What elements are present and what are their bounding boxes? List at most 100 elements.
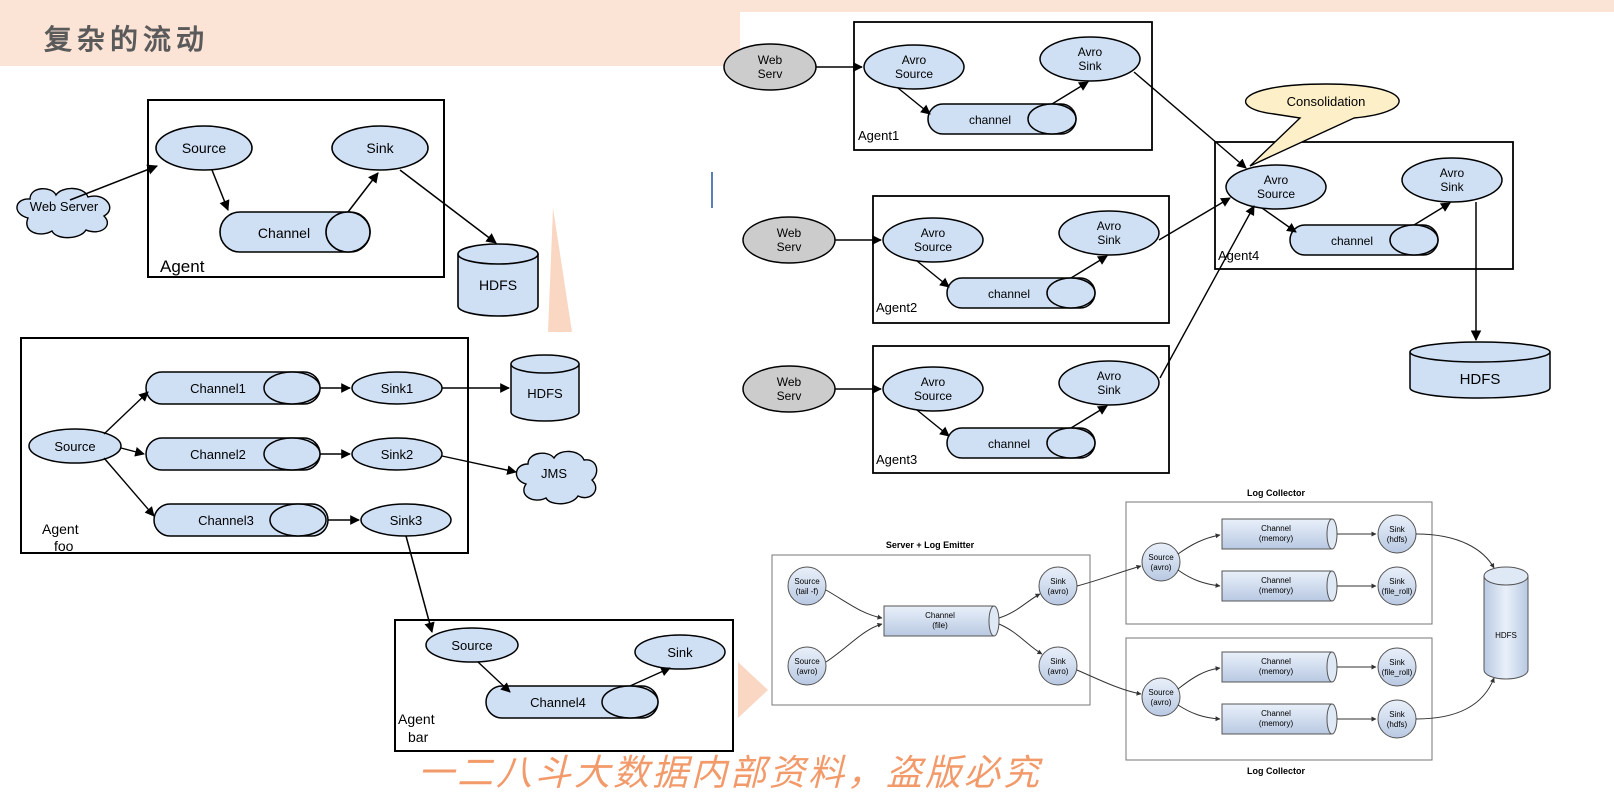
sink-avro-2a: Sink bbox=[1050, 657, 1067, 666]
agent3-label: Agent3 bbox=[876, 452, 917, 467]
avro-source-node-2: Avro Source bbox=[882, 217, 984, 263]
bar-source-label: Source bbox=[451, 638, 492, 653]
c1-cha-b: (memory) bbox=[1259, 534, 1294, 543]
collector2-channel-a: Channel (memory) bbox=[1221, 651, 1338, 683]
sink-avro-node-2: Sink (avro) bbox=[1038, 646, 1078, 686]
jms-cloud: JMS bbox=[515, 450, 598, 505]
web-serv-node-3: Web Serv bbox=[742, 365, 836, 413]
agent-bar-box bbox=[394, 619, 734, 752]
avro-sink-1b: Sink bbox=[1078, 59, 1102, 73]
decor-triangle bbox=[548, 208, 572, 332]
agent-box bbox=[147, 99, 445, 278]
avro-sink-1a: Avro bbox=[1078, 45, 1103, 59]
sink2-label: Sink2 bbox=[381, 447, 414, 462]
channel-label-3: channel bbox=[988, 437, 1030, 451]
collector2-channel-b: Channel (memory) bbox=[1221, 703, 1338, 735]
c1-sf-a: Sink bbox=[1389, 577, 1406, 586]
sink-avro-1b: (avro) bbox=[1048, 587, 1069, 596]
hdfs-cylinder: HDFS bbox=[457, 243, 539, 317]
c2-sf-a: Sink bbox=[1389, 658, 1406, 667]
hdfs2-label: HDFS bbox=[527, 386, 563, 401]
c2-sf-b: (file_roll) bbox=[1382, 668, 1413, 677]
agent-bar-label-line2: bar bbox=[408, 729, 429, 745]
bar-sink-label: Sink bbox=[667, 645, 693, 660]
sink-avro-1a: Sink bbox=[1050, 577, 1067, 586]
avro-sink-3b: Sink bbox=[1097, 383, 1121, 397]
channel2-label: Channel2 bbox=[190, 447, 246, 462]
log-collector-box-1 bbox=[1125, 501, 1433, 625]
source-label: Source bbox=[182, 140, 227, 156]
title-band-accent bbox=[740, 0, 1614, 12]
collector2-sink-hdfs: Sink (hdfs) bbox=[1377, 699, 1417, 739]
c2-src-b: (avro) bbox=[1151, 698, 1172, 707]
agent2-label: Agent2 bbox=[876, 300, 917, 315]
log-collector-box-2 bbox=[1125, 637, 1433, 761]
hdfs-cylinder-2: HDFS bbox=[510, 354, 580, 422]
web-serv-node-1: Web Serv bbox=[723, 43, 817, 91]
channel4-label: Channel4 bbox=[530, 695, 586, 710]
avro-source-node-4: Avro Source bbox=[1225, 164, 1327, 210]
avro-sink-node-1: Avro Sink bbox=[1039, 36, 1141, 82]
server-emitter-title: Server + Log Emitter bbox=[886, 540, 975, 550]
source-avro-node-s: Source (avro) bbox=[787, 646, 827, 686]
sink3-label: Sink3 bbox=[390, 513, 423, 528]
src-avro-s-a: Source bbox=[794, 657, 820, 666]
source-node: Source bbox=[155, 125, 253, 171]
avro-source-1b: Source bbox=[895, 67, 933, 81]
collector1-channel-a: Channel (memory) bbox=[1221, 518, 1338, 550]
c1-src-a: Source bbox=[1148, 553, 1174, 562]
c2-sh-a: Sink bbox=[1389, 710, 1406, 719]
agent-foo-label-line1: Agent bbox=[42, 521, 79, 537]
channel-label-1: channel bbox=[969, 113, 1011, 127]
channel-label: Channel bbox=[258, 225, 310, 241]
avro-sink-4b: Sink bbox=[1440, 180, 1464, 194]
title-band bbox=[0, 0, 740, 66]
collector1-channel-b: Channel (memory) bbox=[1221, 570, 1338, 602]
fanout-flow-diagram: Agent foo Source Channel1 Channel2 Chann… bbox=[20, 337, 734, 752]
channel-node: Channel bbox=[219, 211, 371, 253]
jms-label: JMS bbox=[541, 466, 567, 481]
src-tail-b: (tail -f) bbox=[796, 587, 819, 596]
ch-file-a: Channel bbox=[925, 611, 955, 620]
avro-source-3a: Avro bbox=[921, 375, 946, 389]
source-tail-node: Source (tail -f) bbox=[787, 566, 827, 606]
sink3-node: Sink3 bbox=[360, 503, 452, 537]
avro-source-1a: Avro bbox=[902, 53, 927, 67]
agent2-box bbox=[872, 195, 1170, 324]
avro-sink-node-4: Avro Sink bbox=[1401, 157, 1503, 203]
channel-node-2: channel bbox=[946, 277, 1096, 309]
collector1-sink-hdfs: Sink (hdfs) bbox=[1377, 514, 1417, 554]
channel-node-4: channel bbox=[1289, 224, 1439, 256]
collector1-sink-file-roll: Sink (file_roll) bbox=[1377, 566, 1417, 606]
web-serv-label-1b: Serv bbox=[758, 67, 783, 81]
avro-sink-4a: Avro bbox=[1440, 166, 1465, 180]
channel1-node: Channel1 bbox=[145, 371, 321, 405]
agent1-label: Agent1 bbox=[858, 128, 899, 143]
sink1-node: Sink1 bbox=[351, 371, 443, 405]
avro-source-4b: Source bbox=[1257, 187, 1295, 201]
avro-source-node-1: Avro Source bbox=[863, 44, 965, 90]
c1-sf-b: (file_roll) bbox=[1382, 587, 1413, 596]
hdfs-cylinder-3: HDFS bbox=[1409, 341, 1551, 399]
avro-source-node-3: Avro Source bbox=[882, 366, 984, 412]
avro-sink-node-3: Avro Sink bbox=[1058, 360, 1160, 406]
src-tail-a: Source bbox=[794, 577, 820, 586]
web-serv-label-2a: Web bbox=[777, 226, 802, 240]
web-serv-node-2: Web Serv bbox=[742, 216, 836, 264]
channel1-label: Channel1 bbox=[190, 381, 246, 396]
agent-bar-label-line1: Agent bbox=[398, 711, 435, 727]
hdfs4-label: HDFS bbox=[1495, 631, 1517, 640]
avro-sink-2a: Avro bbox=[1097, 219, 1122, 233]
watermark-text: 一二八斗大数据内部资料，盗版必究 bbox=[418, 753, 1043, 794]
web-server-cloud: Web Server bbox=[16, 187, 111, 239]
simple-flow-diagram: Agent Web Server Source Channel Sink bbox=[16, 99, 539, 317]
src-avro-s-b: (avro) bbox=[797, 667, 818, 676]
decor-triangle bbox=[738, 662, 768, 718]
collector2-source-node: Source (avro) bbox=[1141, 677, 1181, 717]
channel-node-3: channel bbox=[946, 427, 1096, 459]
agent-label: Agent bbox=[160, 257, 205, 276]
ch-file-b: (file) bbox=[932, 621, 948, 630]
c2-cha-a: Channel bbox=[1261, 657, 1291, 666]
